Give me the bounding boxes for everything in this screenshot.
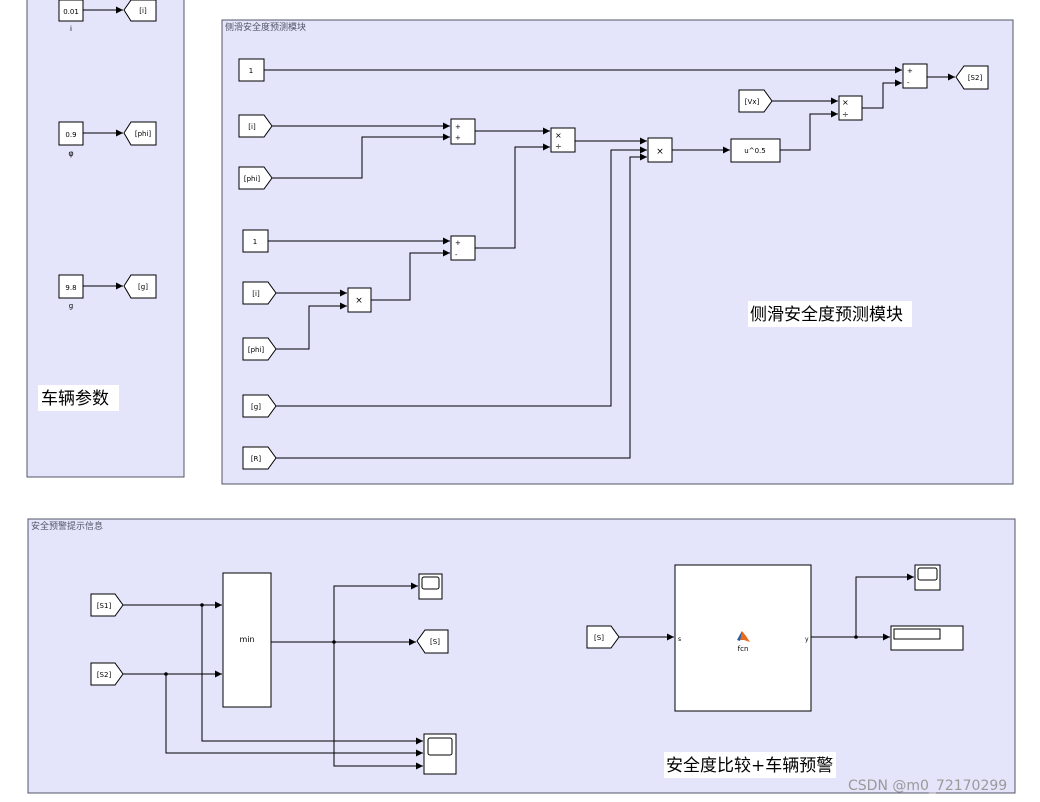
min-block-label: min: [239, 635, 254, 644]
goto-g-label: [g]: [138, 283, 148, 291]
sum2-sign-1: +: [455, 239, 461, 247]
from-i-label-1: [i]: [248, 123, 256, 131]
constant-g-value: 9.8: [65, 284, 76, 292]
goto-phi-block[interactable]: [123, 121, 157, 146]
divide1-sign-2: ÷: [555, 142, 562, 151]
goto-g-block[interactable]: [123, 274, 157, 299]
from-R-label: [R]: [251, 455, 262, 463]
from-g-label: [g]: [251, 403, 261, 411]
warning-area[interactable]: 安全预警提示信息 [S1] [S2] min [S] [S] s y: [27, 518, 1016, 794]
sum1-sign-1: +: [455, 123, 461, 131]
min-block[interactable]: [222, 572, 272, 708]
matlab-logo-shade: [737, 631, 742, 641]
from-S2-block[interactable]: [90, 662, 124, 686]
vehicle-params-annotation: 车辆参数: [41, 389, 109, 409]
constant-phi-value: 0.9: [65, 131, 76, 139]
from-phi-label-2: [phi]: [248, 346, 265, 354]
vehicle-params-area[interactable]: 0.01 i [i] 0.9 φ [phi] 9.8 g [g] 车辆参数: [26, 0, 185, 478]
sum-block-2[interactable]: [450, 235, 476, 261]
sum-block-3[interactable]: [902, 63, 928, 89]
divide2-sign-1: ×: [842, 98, 849, 107]
sideslip-area[interactable]: 侧滑安全度预测模块 1 [i] [phi] + + 1 [i] [phi] × …: [221, 19, 1014, 485]
from-R-block[interactable]: [242, 446, 277, 470]
warning-wires: [123, 573, 914, 770]
sideslip-wires: [264, 66, 955, 459]
goto-i-block[interactable]: [123, 0, 157, 22]
sum3-sign-2: -: [907, 79, 910, 87]
from-i-block-1[interactable]: [238, 114, 273, 138]
from-S1-label: [S1]: [97, 602, 112, 610]
scope-block-3[interactable]: [914, 564, 941, 591]
sum1-sign-2: +: [455, 134, 461, 142]
matlab-function-name: fcn: [738, 645, 749, 653]
sum3-sign-1: +: [907, 67, 913, 75]
scope-block-2[interactable]: [423, 733, 457, 775]
scope-block-1[interactable]: [418, 573, 443, 600]
constant-i-label: i: [70, 25, 72, 33]
constant-1-top-value: 1: [249, 67, 253, 75]
from-Vx-block[interactable]: [738, 89, 773, 113]
matlab-function-output-port: y: [805, 636, 809, 643]
csdn-watermark: CSDN @m0_72170299: [848, 778, 1007, 794]
divide2-sign-2: ÷: [842, 110, 849, 119]
sum2-sign-2: -: [455, 251, 458, 259]
from-g-block[interactable]: [242, 394, 277, 418]
product-symbol: ×: [355, 296, 363, 306]
constant-1-mid-value: 1: [253, 238, 257, 246]
from-phi-label-1: [phi]: [244, 175, 261, 183]
sideslip-annotation: 侧滑安全度预测模块: [750, 305, 903, 325]
from-S-block[interactable]: [586, 625, 620, 649]
constant-g-label: g: [69, 302, 73, 310]
warning-annotation: 安全度比较+车辆预警: [666, 756, 833, 776]
sideslip-area-title: 侧滑安全度预测模块: [225, 21, 306, 33]
goto-S-label: [S]: [430, 638, 440, 646]
from-S1-block[interactable]: [90, 593, 124, 617]
goto-S2-label: [S2]: [968, 74, 983, 82]
display-block[interactable]: [890, 625, 964, 651]
goto-S2-block[interactable]: [955, 65, 989, 90]
sum-block-1[interactable]: [450, 118, 476, 145]
constant-phi-label: φ: [68, 149, 73, 158]
from-i-label-2: [i]: [252, 290, 260, 298]
from-S2-label: [S2]: [97, 671, 112, 679]
from-Vx-label: [Vx]: [745, 98, 760, 106]
goto-phi-label: [phi]: [135, 130, 152, 138]
from-i-block-2[interactable]: [242, 281, 277, 305]
from-S-label: [S]: [594, 634, 604, 642]
goto-i-label: [i]: [139, 7, 147, 15]
warning-area-title: 安全预警提示信息: [31, 520, 103, 532]
divide-block-1[interactable]: [550, 127, 576, 153]
from-phi-block-2[interactable]: [242, 337, 277, 361]
constant-i-value: 0.01: [63, 8, 79, 16]
product2-symbol: ×: [656, 147, 664, 157]
from-phi-block-1[interactable]: [238, 166, 273, 190]
divide1-sign-1: ×: [555, 131, 562, 140]
sqrt-fcn-label: u^0.5: [744, 147, 765, 155]
product-block-2[interactable]: [647, 137, 673, 163]
goto-S-block[interactable]: [416, 629, 449, 654]
matlab-function-input-port: s: [678, 636, 681, 643]
